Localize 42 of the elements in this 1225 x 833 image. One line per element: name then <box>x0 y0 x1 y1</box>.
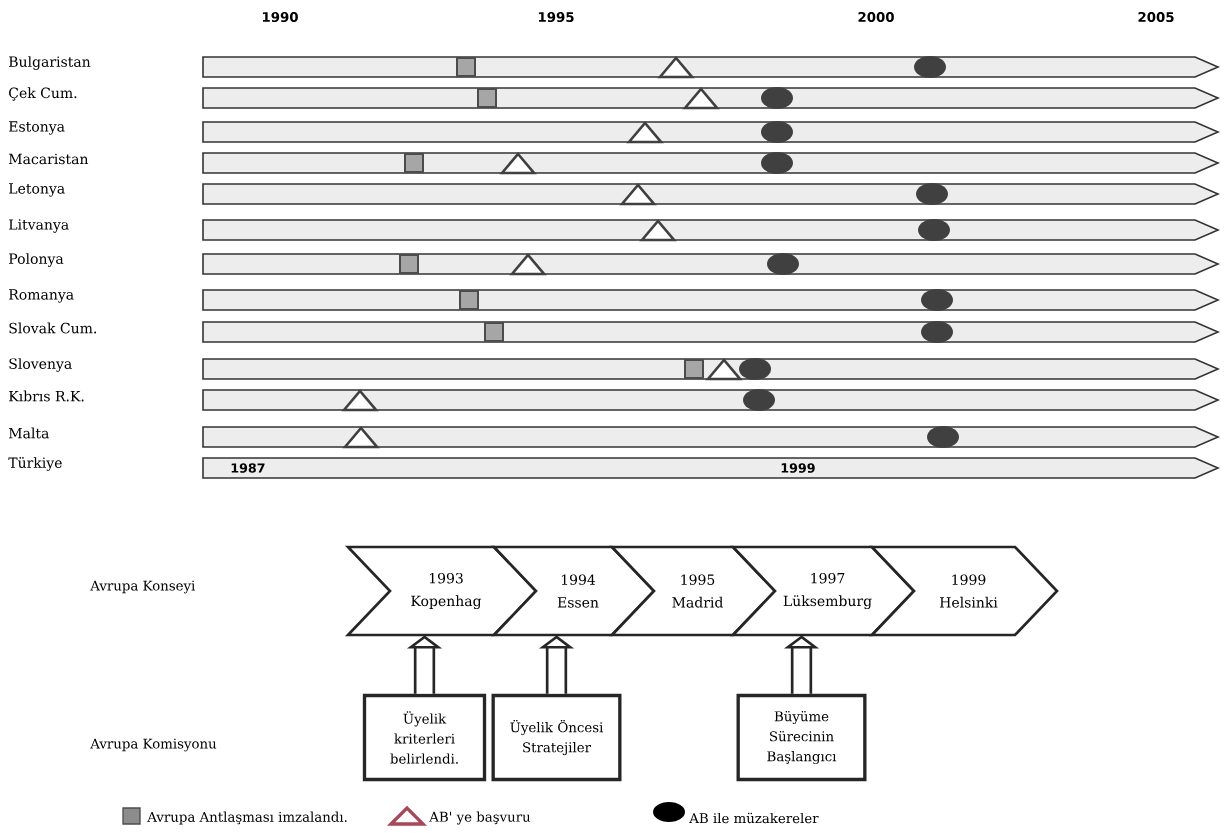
timeline-bar <box>202 289 1220 311</box>
timeline-bar <box>202 358 1220 380</box>
year-label: 2005 <box>1138 11 1174 23</box>
chevron-step: 1994 Essen <box>490 545 656 637</box>
timeline-bar <box>202 183 1220 205</box>
process-box: Üyelik Öncesi Stratejiler <box>491 693 622 782</box>
country-name: Bulgaristan <box>9 56 91 70</box>
country-name: Çek Cum. <box>9 87 77 101</box>
chevron-step: 1993 Kopenhag <box>344 545 538 637</box>
year-label: 1990 <box>262 11 298 23</box>
country-name: Slovenya <box>9 358 72 372</box>
timeline-bar <box>202 87 1220 109</box>
timeline-bar <box>202 321 1220 343</box>
chevron-step: 1997 Lüksemburg <box>729 545 916 637</box>
country-name: Macaristan <box>8 153 89 165</box>
country-name: Estonya <box>9 121 65 135</box>
timeline-bar <box>202 121 1220 143</box>
row-label: Avrupa Komisyonu <box>90 738 217 752</box>
legend-text: AB ile müzakereler <box>689 812 819 824</box>
timeline-bar <box>202 389 1220 411</box>
country-name: Polonya <box>9 253 64 267</box>
country-name: Litvanya <box>9 219 69 233</box>
row-label: Avrupa Konseyi <box>90 580 195 594</box>
process-box: Büyüme Sürecinin Başlangıcı <box>736 693 867 782</box>
timeline-bar <box>202 56 1220 78</box>
country-name: Slovak Cum. <box>9 322 97 334</box>
timeline-bar <box>202 253 1220 275</box>
chevron-step: 1995 Madrid <box>608 545 777 637</box>
legend-text: Avrupa Antlaşması imzalandı. <box>147 811 347 825</box>
year-label: 1995 <box>538 11 574 23</box>
legend-text: AB' ye başvuru <box>429 811 531 825</box>
country-name: Malta <box>8 427 49 439</box>
timeline-bar: 1987 1999 <box>202 457 1220 479</box>
timeline-bar <box>202 426 1220 448</box>
timeline-bar <box>202 219 1220 241</box>
country-name: Kıbrıs R.K. <box>9 390 84 402</box>
process-box: Üyelik kriterleri belirlendi. <box>362 693 487 782</box>
year-label: 2000 <box>858 11 894 23</box>
country-name: Türkiye <box>8 457 62 471</box>
timeline-bar <box>202 152 1220 174</box>
country-name: Romanya <box>9 289 74 303</box>
country-name: Letonya <box>9 183 65 197</box>
